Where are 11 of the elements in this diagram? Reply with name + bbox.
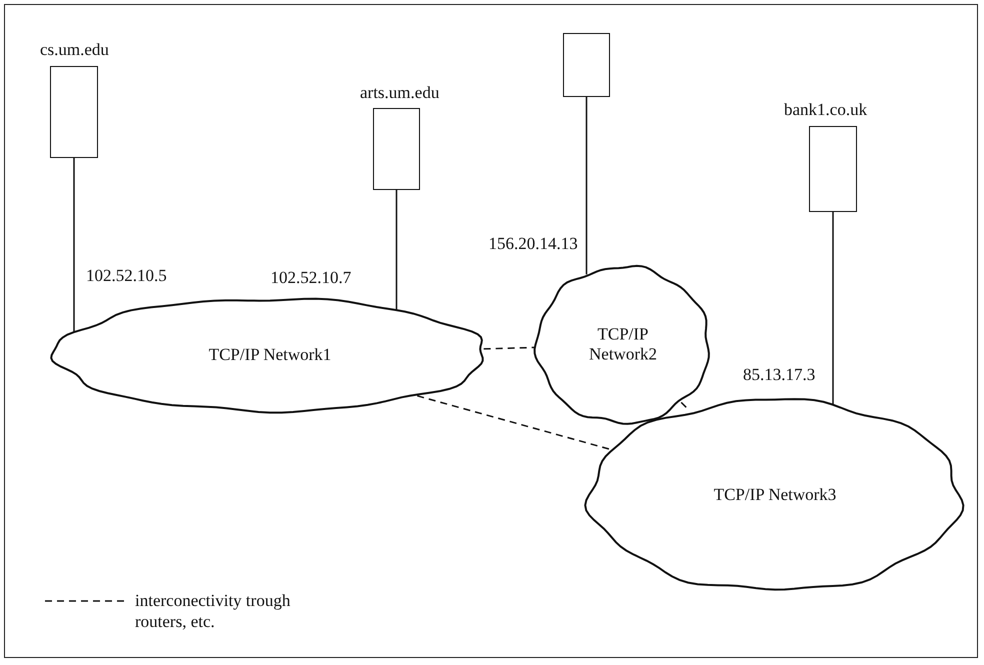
network-name: TCP/IP Network1 bbox=[208, 344, 332, 366]
network-link bbox=[73, 158, 75, 332]
host-name: cs.um.edu bbox=[40, 40, 109, 60]
host-name: arts.um.edu bbox=[360, 83, 440, 103]
network-name: TCP/IP Network3 bbox=[712, 484, 838, 506]
network-name: TCP/IP Network2 bbox=[588, 324, 658, 366]
network-link bbox=[396, 190, 398, 310]
network-link bbox=[586, 97, 588, 274]
network-link bbox=[832, 212, 834, 405]
legend-text: interconectivity trough routers, etc. bbox=[135, 590, 292, 632]
host-name: bank1.co.uk bbox=[784, 100, 868, 120]
